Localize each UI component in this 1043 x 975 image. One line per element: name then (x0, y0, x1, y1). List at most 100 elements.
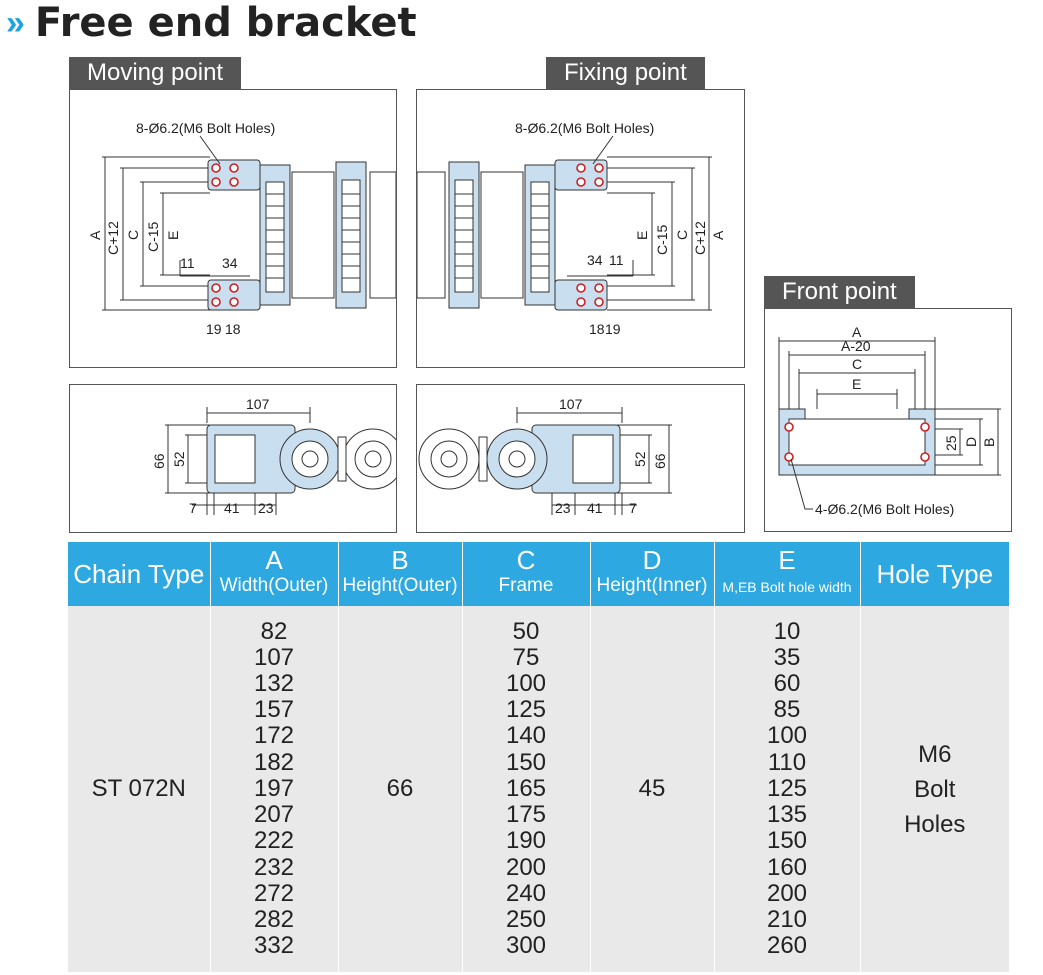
hole-type-line: Holes (904, 810, 966, 838)
c-value: 250 (505, 905, 547, 933)
c-value: 100 (505, 670, 547, 698)
moving-dim-c15: C-15 (145, 221, 161, 252)
e-value: 160 (766, 853, 808, 881)
chevron-icon: » (6, 4, 25, 42)
c-value: 240 (505, 879, 547, 907)
moving-dim-34: 34 (222, 255, 238, 271)
e-value: 260 (766, 932, 808, 960)
front-dim-e: E (852, 376, 861, 392)
fixing-dim-a: A (710, 230, 726, 240)
hole-type-line: Bolt (914, 775, 956, 803)
front-dim-a: A (852, 324, 862, 340)
front-dim-a20: A-20 (841, 338, 871, 354)
e-value: 110 (767, 748, 807, 776)
fixing-holes-label: 8-Ø6.2(M6 Bolt Holes) (515, 120, 654, 136)
e-value: 210 (766, 905, 808, 933)
a-value: 107 (253, 643, 295, 671)
e-value: 125 (766, 774, 808, 802)
e-value: 10 (773, 617, 801, 645)
side-right-dim-107: 107 (559, 396, 583, 412)
c-value: 50 (512, 617, 540, 645)
fixing-point-drawing: 8-Ø6.2(M6 Bolt Holes) 34 11 18 19 E C-15… (417, 120, 726, 337)
e-value: 150 (766, 827, 808, 855)
side-view-left-drawing: 107 66 52 7 41 23 (151, 396, 396, 516)
fixing-point-label: Fixing point (546, 57, 705, 89)
side-view-left: 107 66 52 7 41 23 (69, 384, 397, 533)
fixing-dim-c12: C+12 (692, 221, 708, 255)
e-value: 60 (773, 670, 801, 698)
side-view-right: 107 52 66 23 41 7 (416, 384, 745, 533)
fixing-dim-18: 18 (589, 321, 605, 337)
c-value: 300 (505, 932, 547, 960)
cell-chain-type: ST 072N (68, 606, 210, 972)
side-right-dim-7: 7 (629, 500, 637, 516)
side-left-dim-7: 7 (189, 500, 197, 516)
page-title: Free end bracket (34, 0, 417, 46)
a-value: 282 (253, 905, 295, 933)
fixing-point-diagram: 8-Ø6.2(M6 Bolt Holes) 34 11 18 19 E C-15… (416, 89, 745, 368)
moving-dim-11: 11 (180, 255, 195, 271)
c-value: 190 (505, 827, 547, 855)
side-left-dim-52: 52 (171, 451, 187, 467)
e-value: 35 (773, 643, 801, 671)
c-value: 125 (505, 696, 547, 724)
side-right-dim-52: 52 (632, 451, 648, 467)
a-value: 157 (253, 696, 295, 724)
moving-dim-c12: C+12 (105, 221, 121, 255)
e-value: 85 (773, 696, 801, 724)
a-value: 182 (253, 748, 295, 776)
cell-d: 45 (589, 606, 714, 972)
c-value: 165 (505, 774, 547, 802)
moving-dim-18: 18 (225, 321, 241, 337)
moving-dim-a: A (87, 230, 103, 240)
moving-point-diagram: 8-Ø6.2(M6 Bolt Holes) 11 34 19 18 A C+12… (69, 89, 397, 368)
side-left-dim-107: 107 (246, 396, 270, 412)
col-hole-type: Hole Type (859, 542, 1009, 606)
side-left-dim-23: 23 (258, 500, 274, 516)
fixing-dim-c: C (674, 230, 690, 240)
front-point-drawing: A A-20 C E 4-Ø6.2(M6 Bolt Holes) 25 D B (778, 324, 1001, 517)
fixing-dim-11: 11 (609, 252, 624, 268)
cell-b: 66 (337, 606, 462, 972)
fixing-dim-e: E (634, 231, 650, 240)
c-value: 140 (505, 722, 547, 750)
a-value: 332 (253, 932, 295, 960)
moving-dim-e: E (165, 231, 181, 240)
a-value: 197 (253, 774, 295, 802)
moving-point-drawing: 8-Ø6.2(M6 Bolt Holes) 11 34 19 18 A C+12… (87, 120, 396, 337)
a-value: 132 (253, 670, 295, 698)
front-dim-25: 25 (943, 435, 959, 451)
e-value: 200 (766, 879, 808, 907)
side-right-dim-23: 23 (555, 500, 571, 516)
a-value: 172 (253, 722, 295, 750)
c-value: 200 (505, 853, 547, 881)
front-point-label: Front point (764, 276, 915, 308)
side-left-dim-66: 66 (151, 453, 167, 469)
e-value: 135 (766, 801, 808, 829)
a-value: 232 (253, 853, 295, 881)
a-value: 222 (253, 827, 295, 855)
c-value: 75 (512, 643, 540, 671)
a-value: 207 (253, 801, 295, 829)
side-left-dim-41: 41 (224, 500, 240, 516)
front-dim-c: C (852, 356, 862, 372)
moving-dim-c: C (125, 230, 141, 240)
front-point-diagram: A A-20 C E 4-Ø6.2(M6 Bolt Holes) 25 D B (764, 308, 1012, 532)
fixing-dim-19: 19 (605, 321, 621, 337)
moving-point-label: Moving point (69, 57, 242, 89)
e-value: 100 (766, 722, 808, 750)
a-value: 272 (253, 879, 295, 907)
col-chain-type: Chain Type (68, 542, 210, 606)
front-dim-d: D (963, 437, 979, 447)
fixing-dim-34: 34 (587, 252, 603, 268)
side-right-dim-41: 41 (587, 500, 603, 516)
side-right-dim-66: 66 (652, 453, 668, 469)
